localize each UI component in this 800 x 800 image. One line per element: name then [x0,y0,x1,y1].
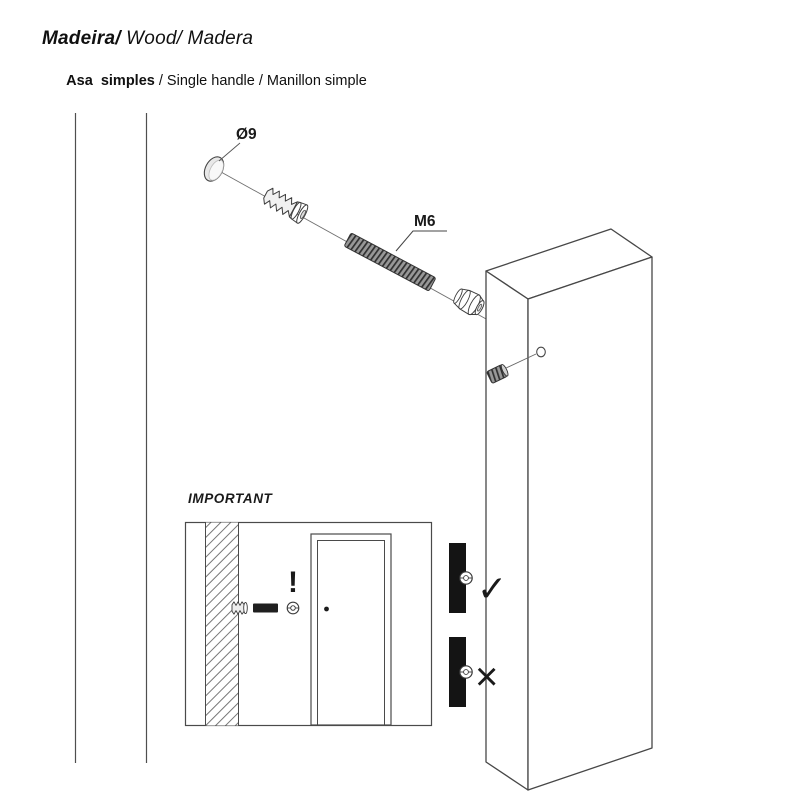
warning-icon: ! [288,566,298,599]
set-screw [486,363,509,384]
subtitle-primary: Asa simples [66,73,155,89]
pilot-hole [536,346,546,358]
page-subtitle: Asa simples / Single handle / Manillon s… [42,57,367,105]
wrong-bar [449,637,466,707]
page-title: Madeira/ Wood/ Madera [42,28,367,50]
check-icon: ✓ [477,568,507,609]
cap-leader-line [218,142,241,162]
threaded-rod [344,233,436,291]
insert-icon [231,601,248,615]
correct-option: ✓ [449,543,507,613]
barrel-nut [453,288,485,316]
wrong-nut-icon [459,665,473,679]
cap-diameter-label: Ø9 [236,126,257,143]
nut-icon [286,601,300,615]
wall-hatch [205,522,239,726]
wrong-option: × [449,637,498,707]
rod-leader-line [395,230,447,252]
subtitle-translations: / Single handle / Manillon simple [154,73,367,89]
handle-post [485,228,653,791]
title-block: Madeira/ Wood/ Madera Asa simples / Sing… [42,28,367,105]
correct-bar [449,543,466,613]
title-translations: Wood/ Madera [120,28,254,49]
rod-size-label: M6 [414,213,436,230]
cross-icon: × [475,655,498,699]
euro-insert [263,187,309,224]
door-knob [324,606,329,612]
set-screw-leader-line [505,353,537,369]
door-panel-edge-lines [74,113,148,763]
correct-nut-icon [459,571,473,585]
door [310,533,392,726]
rod-icon [253,603,278,613]
important-heading: IMPORTANT [188,491,274,506]
title-primary: Madeira/ [42,28,121,49]
cover-cap [203,156,225,182]
